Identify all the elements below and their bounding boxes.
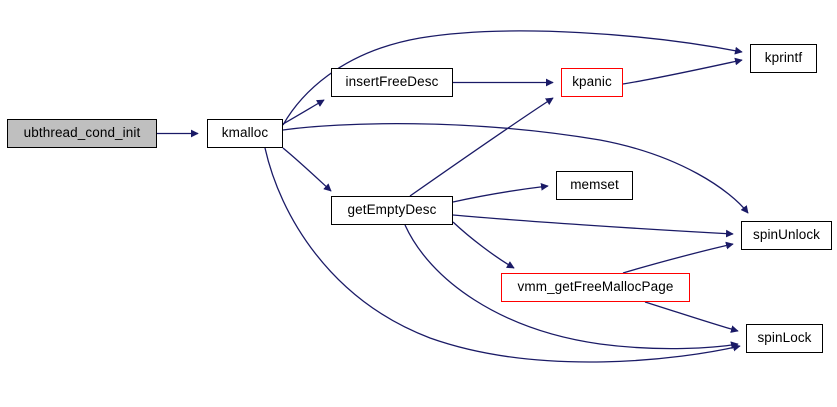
edge-kpanic-to-kprintf — [622, 57, 743, 85]
graph-node-ubthread_cond_init[interactable]: ubthread_cond_init — [7, 119, 157, 148]
edge-getEmptyDesc-to-vmm_getFreeMallocPage — [452, 221, 515, 269]
edge-vmm_getFreeMallocPage-to-spinLock — [644, 301, 739, 333]
edge-getEmptyDesc-to-kpanic — [409, 97, 554, 197]
edge-kmalloc-to-getEmptyDesc — [282, 147, 332, 192]
graph-node-getEmptyDesc[interactable]: getEmptyDesc — [331, 196, 453, 225]
graph-node-label-insertFreeDesc: insertFreeDesc — [345, 74, 439, 90]
edge-kmalloc-to-spinUnlock — [282, 122, 749, 214]
graph-node-kmalloc[interactable]: kmalloc — [207, 119, 283, 148]
graph-node-label-memset: memset — [570, 177, 619, 193]
graph-node-label-spinUnlock: spinUnlock — [752, 227, 821, 243]
graph-node-kprintf[interactable]: kprintf — [750, 44, 817, 73]
graph-node-memset[interactable]: memset — [556, 171, 633, 200]
edge-getEmptyDesc-to-memset — [452, 182, 549, 203]
graph-node-vmm_getFreeMallocPage[interactable]: vmm_getFreeMallocPage — [501, 273, 690, 302]
graph-node-label-getEmptyDesc: getEmptyDesc — [347, 202, 437, 218]
graph-node-label-kprintf: kprintf — [764, 50, 803, 66]
graph-node-label-spinLock: spinLock — [757, 330, 812, 346]
graph-node-label-vmm_getFreeMallocPage: vmm_getFreeMallocPage — [517, 279, 674, 295]
edge-kmalloc-to-kprintf — [282, 30, 743, 126]
graph-node-label-kmalloc: kmalloc — [221, 125, 269, 141]
edge-kmalloc-to-spinLock — [264, 147, 741, 363]
edge-getEmptyDesc-to-spinLock — [404, 224, 739, 350]
graph-node-label-ubthread_cond_init: ubthread_cond_init — [23, 125, 141, 141]
graph-node-spinUnlock[interactable]: spinUnlock — [741, 221, 832, 250]
graph-node-label-kpanic: kpanic — [572, 74, 612, 90]
graph-node-insertFreeDesc[interactable]: insertFreeDesc — [331, 68, 453, 97]
graph-node-kpanic[interactable]: kpanic — [561, 68, 623, 97]
edge-kmalloc-to-insertFreeDesc — [282, 99, 325, 125]
edge-getEmptyDesc-to-spinUnlock — [452, 214, 734, 238]
edge-vmm_getFreeMallocPage-to-spinUnlock — [622, 241, 734, 274]
graph-node-spinLock[interactable]: spinLock — [746, 324, 823, 353]
